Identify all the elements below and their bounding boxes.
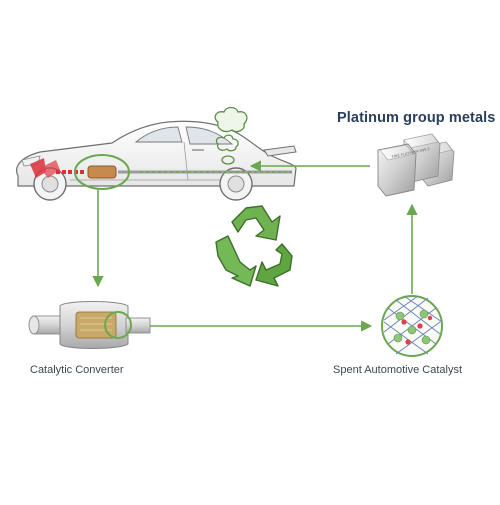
recycle-icon (215, 205, 293, 287)
catalytic-converter-icon (28, 301, 151, 349)
silver-bars-icon: FINE PLATINUM 999.5 (377, 133, 455, 197)
catalytic-converter-label: Catalytic Converter (30, 364, 124, 376)
car-icon (16, 120, 297, 201)
flow-arrows (92, 160, 418, 332)
ingot-stamp: FINE PLATINUM 999.5 (391, 147, 430, 159)
exhaust-cloud-icon (214, 106, 248, 165)
catalyst-mesh-icon (381, 295, 443, 357)
platinum-group-metals-title: Platinum group metals (337, 110, 496, 126)
spent-catalyst-label: Spent Automotive Catalyst (333, 364, 463, 376)
